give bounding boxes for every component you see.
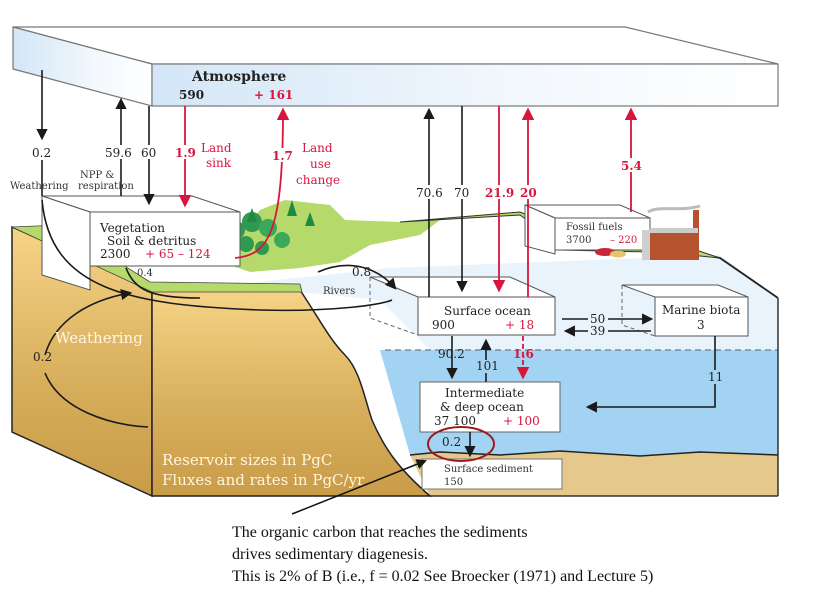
surface-ocean-size: 900	[432, 318, 455, 332]
deep-ocean-change: + 100	[503, 414, 540, 428]
vegetation-label: Vegetation	[99, 221, 165, 235]
fossil-fuels-change: – 220	[610, 235, 637, 246]
rivers-label: Rivers	[323, 286, 355, 297]
vegetation-size: 2300	[100, 247, 131, 261]
marine-biota-label: Marine biota	[662, 303, 740, 317]
downwelling-value: 90.2	[438, 347, 465, 361]
weathering-atm-value: 0.2	[32, 146, 51, 160]
annotation-caption: The organic carbon that reaches the sedi…	[232, 522, 653, 588]
rock-weathering-label: Weathering	[55, 329, 143, 347]
marine-biota-box-front	[654, 296, 749, 337]
atmosphere-front-face	[151, 63, 779, 107]
fossil-fuels-label: Fossil fuels	[566, 222, 623, 233]
land-use-label-1: Land	[302, 141, 333, 155]
atmosphere-label: Atmosphere	[191, 69, 286, 85]
surface-sediment-label: Surface sediment	[444, 464, 533, 475]
units-legend: Reservoir sizes in PgC Fluxes and rates …	[162, 451, 365, 489]
fossil-emissions-value: 5.4	[621, 159, 642, 173]
caption-line-2: drives sedimentary diagenesis.	[232, 546, 428, 563]
marine-biota-box-dashed	[621, 285, 656, 337]
biota-export-arrow	[585, 336, 716, 413]
surface-ocean-label: Surface ocean	[444, 304, 531, 318]
annotation-pointer-arrow	[291, 459, 427, 515]
ocean-up-value: 70.6	[416, 186, 443, 200]
deep-ocean-size: 37 100	[434, 414, 476, 428]
factory-icon	[642, 204, 701, 260]
soil-to-river-curve	[125, 267, 201, 299]
ocean-down-value: 70	[454, 186, 469, 200]
from-biota-value: 39	[590, 324, 605, 338]
anthro-deep-value: 1.6	[513, 347, 534, 361]
atmosphere-change: + 161	[254, 88, 293, 102]
land-sink-label-2: sink	[206, 156, 232, 170]
fossil-fuels-size: 3700	[566, 235, 591, 246]
fossil-box-side	[524, 204, 556, 255]
sedimentation-highlight-circle	[427, 426, 495, 462]
caption-line-3: This is 2% of B (i.e., f = 0.02 See Broe…	[232, 568, 654, 585]
car-icon	[595, 248, 626, 258]
npp-up-value: 59.6	[105, 146, 132, 160]
vegetation-reservoir: Vegetation Soil & detritus 2300 + 65 – 1…	[41, 195, 241, 291]
marine-biota-size: 3	[697, 318, 705, 332]
npp-label-2: respiration	[78, 181, 134, 192]
rivers-value: 0.8	[352, 265, 371, 279]
soil-runoff-value: 0.4	[137, 268, 153, 279]
deep-ocean-label-1: Intermediate	[445, 386, 524, 400]
surface-ocean-reservoir: Surface ocean 900 + 18	[369, 276, 556, 336]
surface-sediment-size: 150	[444, 477, 463, 488]
to-biota-value: 50	[590, 312, 605, 326]
fossil-fuels-reservoir: Fossil fuels 3700 – 220	[524, 204, 651, 255]
forest-icon	[227, 200, 315, 255]
rivers-arrow	[317, 264, 397, 290]
deep-ocean-reservoir: Intermediate & deep ocean 37 100 + 100	[419, 381, 561, 433]
units-flux: Fluxes and rates in PgC/yr	[162, 471, 365, 489]
weathering-atm-label: Weathering	[10, 181, 69, 192]
deep-ocean-box	[419, 381, 561, 433]
ocean-anthro-up-value: 20	[520, 186, 537, 200]
npp-down-value: 60	[141, 146, 156, 160]
deep-ocean-label-2: & deep ocean	[440, 400, 524, 414]
marine-biota-reservoir: Marine biota 3	[621, 284, 749, 337]
land-use-label-3: change	[296, 173, 340, 187]
atmosphere-size: 590	[179, 88, 204, 102]
land-use-value: 1.7	[272, 149, 293, 163]
npp-label-1: NPP &	[80, 170, 114, 181]
soil-runoff-curve	[41, 199, 393, 312]
vegetation-green-area	[215, 200, 440, 272]
vegetation-box-side	[41, 195, 91, 291]
rock-weathering-curve-up	[44, 289, 133, 356]
land-use-label-2: use	[310, 157, 331, 171]
surface-ocean-change: + 18	[505, 318, 534, 332]
vegetation-box-front	[89, 211, 241, 267]
rock-weathering-curve-down	[44, 372, 149, 428]
vegetation-change: + 65 – 124	[145, 247, 211, 261]
upwelling-value: 101	[476, 359, 499, 373]
surface-ocean-box-front	[417, 296, 556, 336]
land-sink-label-1: Land	[201, 141, 232, 155]
biota-export-value: 11	[708, 370, 723, 384]
caption-line-1: The organic carbon that reaches the sedi…	[232, 524, 528, 541]
sedimentation-value: 0.2	[442, 435, 461, 449]
seafloor-line	[409, 450, 779, 457]
land-front-face	[151, 289, 433, 497]
rock-weathering-value: 0.2	[33, 350, 52, 364]
soil-detritus-label: Soil & detritus	[107, 234, 196, 248]
surface-sediment-box	[421, 458, 563, 490]
units-reservoir: Reservoir sizes in PgC	[162, 451, 332, 469]
flux-labels: 0.2 Weathering 59.6 60 NPP & respiration…	[10, 141, 723, 449]
surface-sediment-reservoir: Surface sediment 150	[421, 458, 563, 490]
land-sink-value: 1.9	[175, 146, 196, 160]
atmosphere-reservoir: Atmosphere 590 + 161	[12, 26, 779, 107]
ocean-anthro-down-value: 21.9	[485, 186, 514, 200]
